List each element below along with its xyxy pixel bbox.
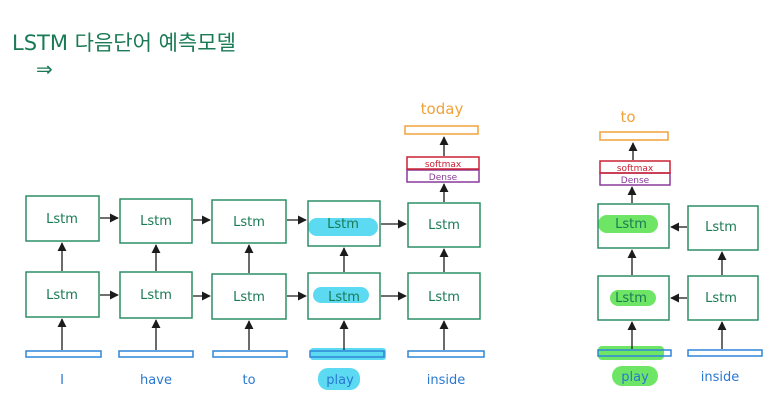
input-word: play xyxy=(326,373,354,388)
dense-layer xyxy=(406,169,480,183)
input-word: play xyxy=(621,370,649,385)
output-word: to xyxy=(620,108,635,126)
cell-label: Lstm xyxy=(705,220,737,235)
softmax-layer-right xyxy=(599,160,671,174)
cell-label: Lstm xyxy=(46,288,78,303)
cell-label: Lstm xyxy=(233,215,265,230)
input-embedding-2 xyxy=(118,350,194,358)
lstm-cell-right-top-2 xyxy=(687,205,759,251)
input-embedding-1 xyxy=(25,350,102,358)
output-bar-right xyxy=(599,131,669,141)
softmax-label: softmax xyxy=(617,164,654,174)
input-word: to xyxy=(242,373,255,388)
lstm-cell-top-4 xyxy=(307,200,381,247)
input-embedding-right-2 xyxy=(687,349,763,357)
cell-label: Lstm xyxy=(705,291,737,306)
cell-label: Lstm xyxy=(615,291,647,306)
input-word: inside xyxy=(701,370,740,385)
lstm-cell-top-5 xyxy=(407,202,481,248)
cell-label: Lstm xyxy=(428,290,460,305)
cell-label: Lstm xyxy=(615,217,647,232)
input-word: have xyxy=(140,373,172,388)
cell-label: Lstm xyxy=(140,288,172,303)
input-embedding-3 xyxy=(212,350,288,358)
lstm-cell-top-3 xyxy=(211,199,287,244)
highlight-right-input xyxy=(598,346,664,360)
input-word: inside xyxy=(427,373,466,388)
input-embedding-4 xyxy=(309,350,385,358)
highlight-input-play xyxy=(310,348,386,360)
dense-label: Dense xyxy=(621,176,650,186)
input-word: I xyxy=(60,373,64,388)
lstm-cell-bottom-2 xyxy=(119,271,193,319)
lstm-cell-right-bottom-1 xyxy=(597,275,670,321)
lstm-cell-top-1 xyxy=(25,195,100,242)
highlight-lower-play xyxy=(313,287,369,303)
input-embedding-5 xyxy=(407,350,485,358)
softmax-label: softmax xyxy=(425,160,462,170)
highlight-upper-play xyxy=(308,218,378,236)
arrow-mark: ⇒ xyxy=(36,57,53,81)
dense-label: Dense xyxy=(429,173,458,183)
cell-label: Lstm xyxy=(46,212,78,227)
lstm-cell-bottom-4 xyxy=(307,272,381,320)
highlight-right-upper xyxy=(598,215,658,233)
cell-label: Lstm xyxy=(140,214,172,229)
lstm-cell-top-2 xyxy=(119,198,193,244)
lstm-cell-right-top-1 xyxy=(597,203,670,249)
cell-label: Lstm xyxy=(327,217,359,232)
lstm-cell-bottom-5 xyxy=(407,272,481,320)
highlight-word-play xyxy=(318,368,360,390)
output-bar xyxy=(404,125,479,135)
cell-label: Lstm xyxy=(428,218,460,233)
lstm-cell-right-bottom-2 xyxy=(687,275,759,321)
lstm-cell-bottom-3 xyxy=(211,273,287,320)
lstm-cell-bottom-1 xyxy=(25,271,100,318)
cell-label: Lstm xyxy=(233,290,265,305)
title: LSTM 다음단어 예측모델 xyxy=(12,31,236,55)
cell-label: Lstm xyxy=(328,290,360,305)
softmax-layer xyxy=(406,156,480,170)
input-embedding-right-1 xyxy=(597,349,672,357)
highlight-right-lower xyxy=(610,290,656,306)
output-word: today xyxy=(421,100,464,118)
highlight-right-word xyxy=(612,366,658,386)
